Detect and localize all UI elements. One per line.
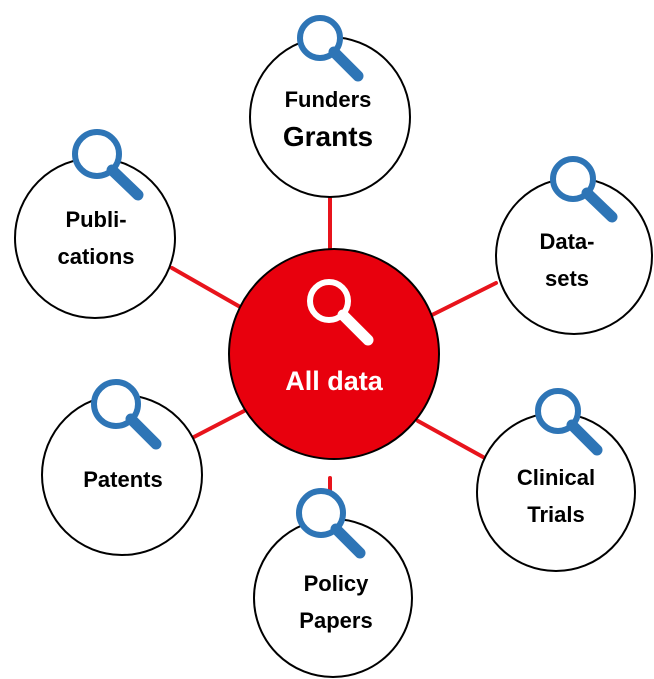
node-policy-papers[interactable]: Policy Papers — [253, 488, 413, 678]
node-circle — [249, 36, 411, 198]
search-icon — [535, 388, 603, 456]
node-funders-grants[interactable]: Funders Grants — [249, 15, 411, 198]
node-label-line2: Grants — [283, 121, 373, 152]
search-icon — [91, 379, 162, 450]
center-label: All data — [285, 366, 384, 396]
search-icon — [296, 488, 366, 559]
node-label-line2: sets — [545, 266, 589, 291]
search-icon — [550, 156, 618, 223]
node-publications[interactable]: Publi- cations — [14, 129, 176, 319]
node-circle — [14, 157, 176, 319]
node-clinical-trials[interactable]: Clinical Trials — [476, 388, 636, 572]
node-datasets[interactable]: Data- sets — [495, 156, 653, 335]
search-icon — [72, 129, 144, 201]
search-icon — [297, 15, 364, 82]
node-label-line1: Data- — [539, 229, 594, 254]
center-hub[interactable]: All data — [228, 248, 440, 460]
node-label-line1: Funders — [285, 87, 372, 112]
search-icon — [307, 279, 374, 346]
connector-publications — [170, 266, 244, 310]
node-circle — [476, 412, 636, 572]
center-circle — [228, 248, 440, 460]
connector-datasets — [428, 281, 498, 318]
node-label-line1: Publi- — [65, 207, 126, 232]
node-patents[interactable]: Patents — [41, 379, 203, 556]
node-label-line2: Papers — [299, 608, 372, 633]
node-label-line2: cations — [57, 244, 134, 269]
connector-patents — [190, 409, 246, 440]
node-label-line1: Patents — [83, 467, 162, 492]
node-label-line1: Policy — [304, 571, 370, 596]
connector-clinical — [416, 419, 485, 459]
node-label-line2: Trials — [527, 502, 584, 527]
node-circle — [253, 518, 413, 678]
node-label-line1: Clinical — [517, 465, 595, 490]
